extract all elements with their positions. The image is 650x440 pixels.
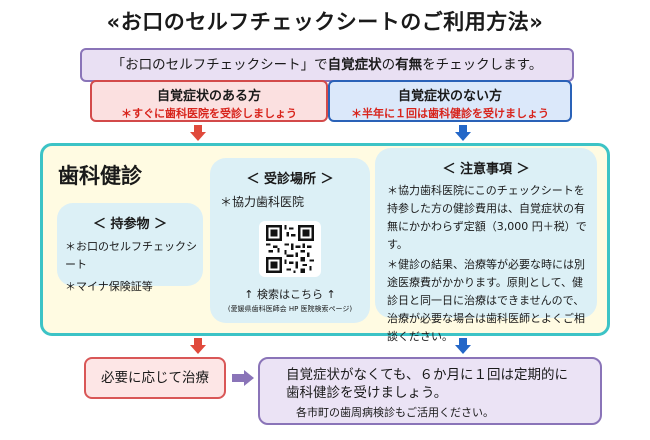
arrow-down-red-icon: [190, 338, 206, 354]
arrow-right-icon: [232, 370, 254, 390]
intro-box: 「お口のセルフチェックシート」で自覚症状の有無をチェックします。: [80, 48, 574, 82]
symptom-absent-heading: 自覚症状のない方: [397, 89, 502, 104]
search-note: (愛媛県歯科医師会 HP 医院検索ページ): [227, 305, 353, 313]
symptom-absent-advice: ＊半年に１回は歯科健診を受けましょう: [351, 107, 549, 120]
items-heading: ＜ 持参物 ＞: [92, 217, 168, 232]
treatment-box: 必要に応じて治療: [84, 357, 226, 399]
intro-text-3: の: [381, 57, 396, 73]
arrow-down-blue-icon: [455, 125, 471, 141]
intro-text-2: 自覚症状: [327, 57, 382, 73]
items-list-item: ＊マイナ保険証等: [65, 280, 153, 293]
arrow-down-red-icon: [190, 125, 206, 141]
qr-code-icon[interactable]: [266, 225, 314, 273]
symptom-present-box: 自覚症状のある方 ＊すぐに歯科医院を受診しましょう: [90, 80, 328, 122]
page-title: «お口のセルフチェックシートのご利用方法»: [106, 10, 544, 34]
regular-checkup-text-2: 歯科健診を受けましょう。: [286, 385, 448, 401]
regular-checkup-text: 自覚症状がなくても、６か月に１回は定期的に: [286, 367, 569, 383]
periodontal-screening-text: 各市町の歯周病検診もご活用ください。: [296, 406, 494, 419]
notes-heading: ＜ 注意事項 ＞: [442, 162, 530, 177]
items-card: ＜ 持参物 ＞ ＊お口のセルフチェックシート ＊マイナ保険証等: [57, 203, 203, 293]
symptom-present-heading: 自覚症状のある方: [156, 89, 261, 104]
search-caption: ↑ 検索はこちら ↑: [244, 288, 336, 301]
intro-text-1: 「お口のセルフチェックシート」で: [111, 57, 328, 73]
arrow-down-blue-icon: [455, 338, 471, 354]
regular-checkup-box: 自覚症状がなくても、６か月に１回は定期的に 歯科健診を受けましょう。 各市町の歯…: [258, 357, 602, 425]
place-name: ＊協力歯科医院: [220, 195, 305, 209]
notes-text-treatment: ＊健診の結果、治療等が必要な時には別途医療費がかかります。原則として、健診日と同…: [387, 258, 585, 343]
intro-text-4: 有無: [395, 57, 423, 73]
symptom-absent-box: 自覚症状のない方 ＊半年に１回は歯科健診を受けましょう: [328, 80, 572, 122]
items-list-item: ＊お口のセルフチェックシート: [65, 240, 197, 271]
place-heading: ＜ 受診場所 ＞: [246, 172, 334, 187]
checkup-title: 歯科健診: [58, 164, 142, 188]
notes-card: ＜ 注意事項 ＞ ＊協力歯科医院にこのチェックシートを持参した方の健診費用は、自…: [375, 148, 597, 343]
intro-text-5: をチェックします。: [422, 57, 543, 73]
symptom-present-advice: ＊すぐに歯科医院を受診しましょう: [121, 107, 297, 120]
notes-text-fee: ＊協力歯科医院にこのチェックシートを持参した方の健診費用は、自覚症状の有無にかか…: [387, 184, 587, 251]
